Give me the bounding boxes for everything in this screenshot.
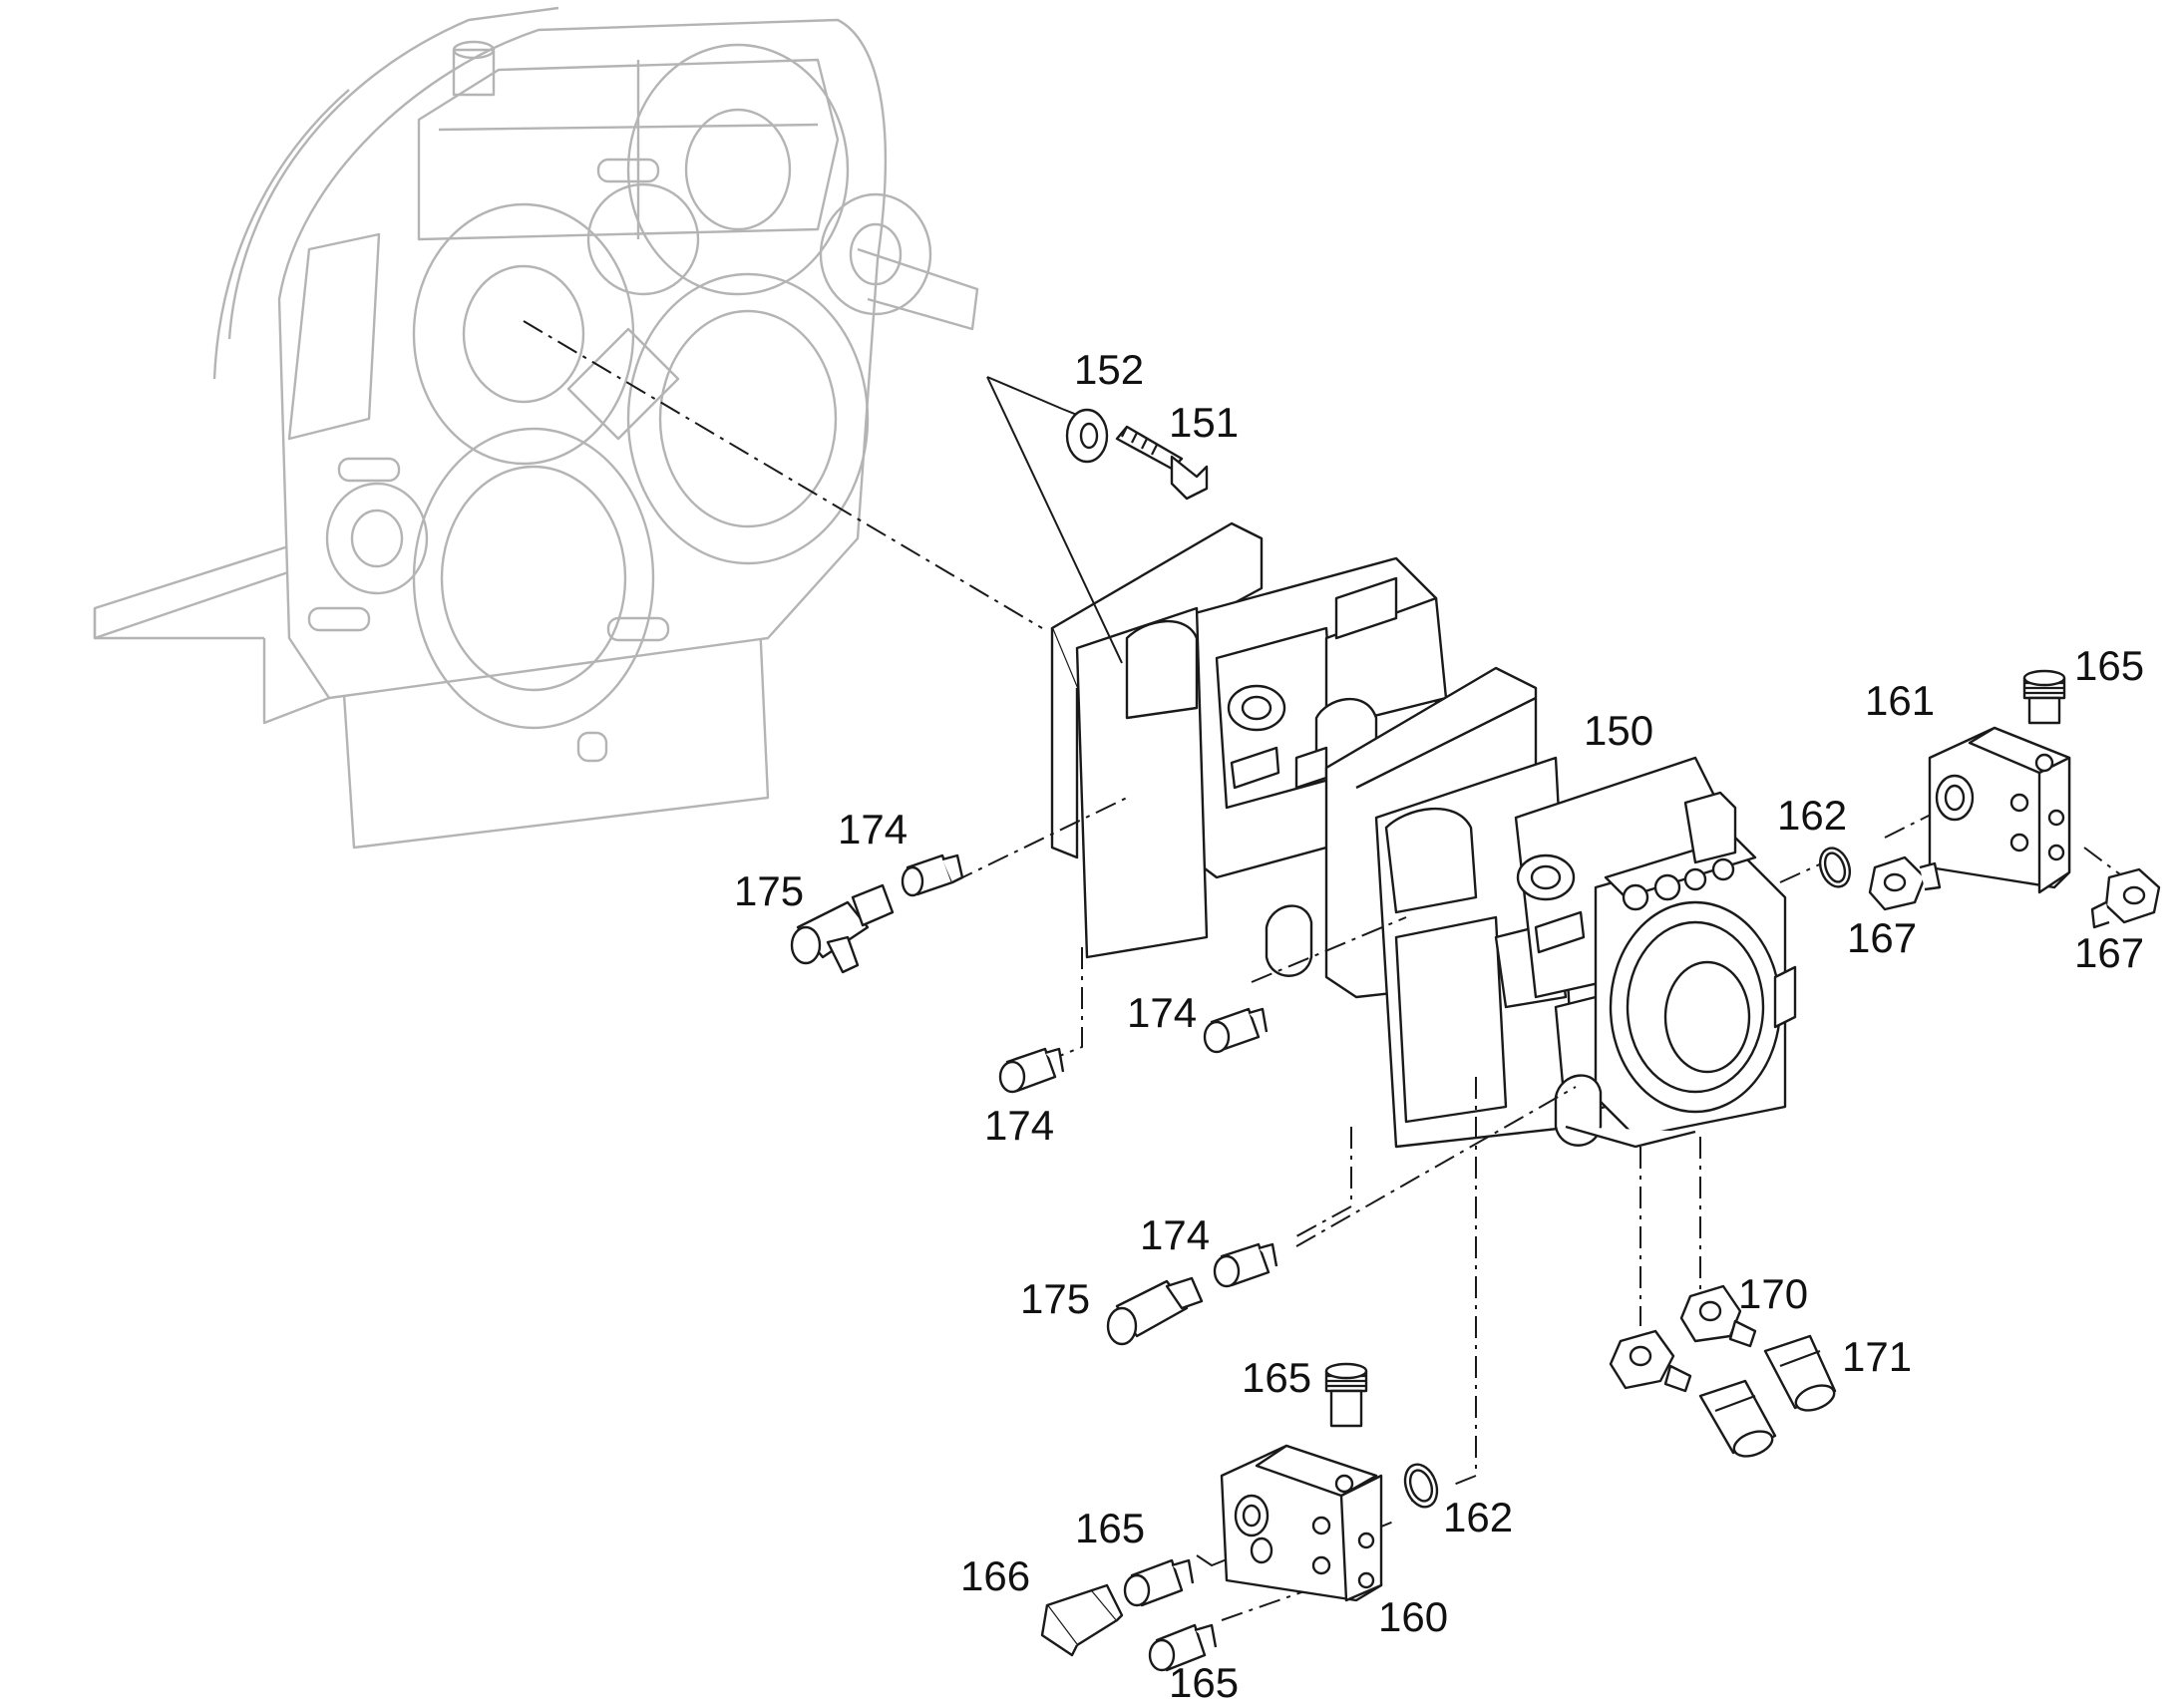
gearbox-housing <box>93 6 979 850</box>
callout-167-b: 167 <box>2074 929 2144 976</box>
callout-150: 150 <box>1584 707 1653 754</box>
callout-165-b: 165 <box>1242 1354 1311 1401</box>
callout-174-c: 174 <box>984 1102 1054 1149</box>
callout-165-c: 165 <box>1075 1505 1145 1551</box>
fitting-174-a <box>901 854 964 897</box>
callout-152: 152 <box>1074 346 1144 393</box>
callout-174-a: 174 <box>838 806 908 853</box>
callout-161: 161 <box>1865 677 1935 724</box>
valve-block-160 <box>1220 1444 1383 1602</box>
plug-165-d <box>1148 1623 1218 1672</box>
callout-174-b: 174 <box>1127 989 1197 1036</box>
callout-167-a: 167 <box>1847 914 1917 961</box>
elbow-175-a <box>790 883 895 974</box>
callout-160: 160 <box>1378 1593 1448 1640</box>
plug-165-b <box>1324 1362 1368 1428</box>
fitting-174-c <box>1203 1007 1269 1054</box>
callout-165-a: 165 <box>2074 642 2144 689</box>
callout-151: 151 <box>1169 399 1239 446</box>
callout-162-a: 162 <box>1777 792 1847 839</box>
callout-labels: 152 151 150 161 165 162 167 167 174 175 … <box>734 346 2144 1706</box>
callout-175-a: 175 <box>734 867 804 914</box>
callout-171: 171 <box>1842 1333 1912 1380</box>
pump-assembly <box>1050 521 1797 1149</box>
callout-166: 166 <box>960 1552 1030 1599</box>
callout-170: 170 <box>1738 1270 1808 1317</box>
elbow-166 <box>1040 1583 1124 1657</box>
elbow-175-b <box>1106 1276 1204 1346</box>
valve-block-161 <box>1928 726 2071 894</box>
bolt-151 <box>1115 425 1209 501</box>
fitting-174-d <box>1213 1242 1278 1288</box>
fitting-167-a <box>1868 855 1942 911</box>
callout-162-b: 162 <box>1443 1494 1513 1540</box>
fitting-170 <box>1609 1329 1692 1393</box>
oring-162-a <box>1818 847 1852 888</box>
callout-174-d: 174 <box>1140 1211 1210 1258</box>
callout-165-d: 165 <box>1169 1659 1239 1706</box>
plug-165-a <box>2022 669 2066 725</box>
washer-152 <box>1065 408 1109 464</box>
plug-165-c <box>1123 1558 1195 1607</box>
fitting-167-b <box>2090 867 2161 929</box>
oring-162-b <box>1403 1463 1439 1509</box>
callout-175-b: 175 <box>1020 1275 1090 1322</box>
fitting-174-b <box>998 1047 1065 1094</box>
fitting-170-b <box>1679 1284 1757 1348</box>
connector-171-b <box>1698 1379 1777 1458</box>
connector-171 <box>1763 1334 1837 1412</box>
